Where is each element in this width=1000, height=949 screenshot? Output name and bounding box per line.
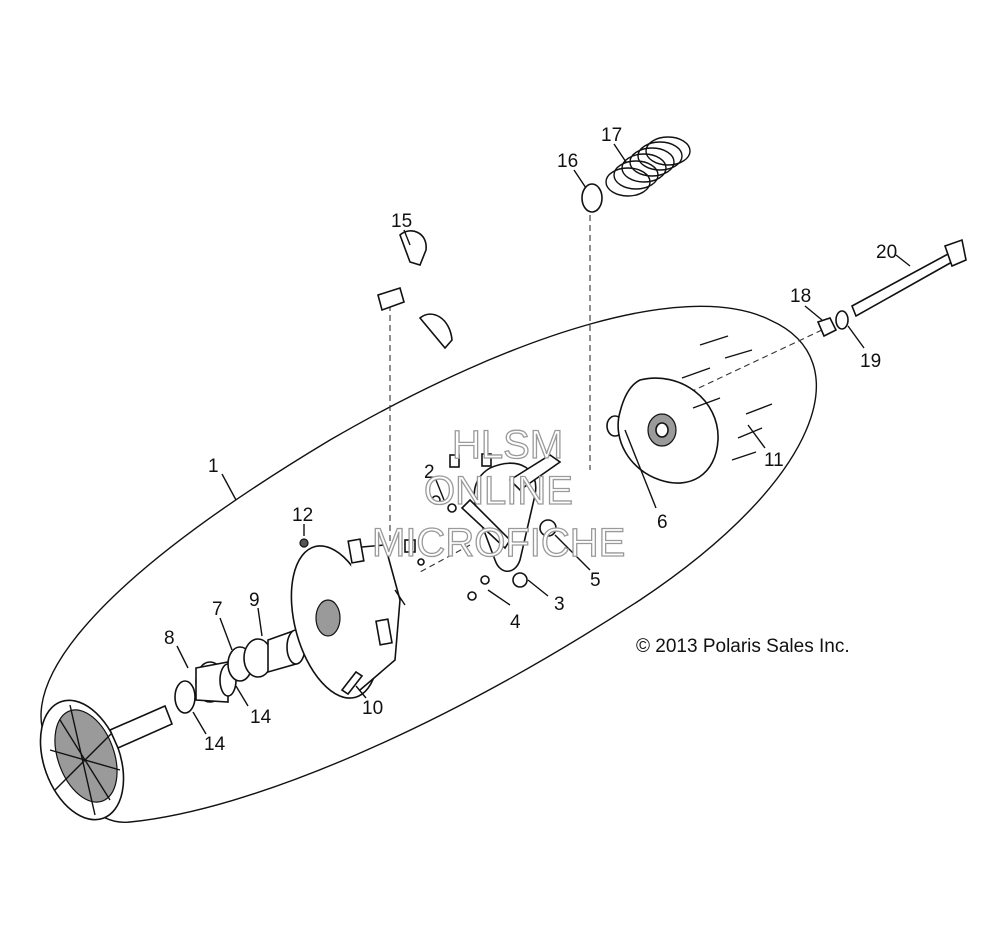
callout-7: 7 bbox=[212, 599, 223, 620]
moveable-sheave bbox=[290, 538, 406, 699]
callout-4: 4 bbox=[510, 612, 521, 633]
leader-lines bbox=[176, 143, 911, 735]
bolts-11 bbox=[681, 335, 773, 461]
watermark-line-3: MICROFICHE bbox=[372, 521, 625, 565]
callout-2: 2 bbox=[424, 462, 435, 483]
callout-16: 16 bbox=[557, 151, 578, 172]
callout-17: 17 bbox=[601, 125, 622, 146]
callout-5: 5 bbox=[590, 570, 601, 591]
fan-sheave bbox=[39, 699, 174, 821]
pin-10 bbox=[340, 670, 364, 696]
roller-pins bbox=[404, 453, 492, 601]
callout-11: 11 bbox=[764, 450, 784, 471]
callout-15: 15 bbox=[391, 211, 412, 232]
callout-14b: 14 bbox=[204, 734, 226, 755]
callout-3: 3 bbox=[554, 594, 565, 615]
callout-12: 12 bbox=[292, 505, 313, 526]
bolt-20 bbox=[850, 238, 967, 318]
spider-cover bbox=[617, 377, 719, 484]
ring-16 bbox=[581, 183, 603, 213]
shift-weights-15 bbox=[377, 230, 453, 350]
alignment-line-bolt bbox=[619, 329, 823, 426]
washer-19 bbox=[835, 310, 849, 330]
assembly-outline bbox=[40, 305, 817, 823]
nut-18 bbox=[816, 317, 838, 338]
copyright-notice: © 2013 Polaris Sales Inc. bbox=[636, 636, 850, 657]
spring-17 bbox=[605, 136, 691, 197]
screw-12 bbox=[299, 538, 309, 548]
callout-20: 20 bbox=[876, 242, 897, 263]
callout-1: 1 bbox=[208, 456, 219, 477]
callout-8: 8 bbox=[164, 628, 175, 649]
watermark-line-1: HLSM bbox=[452, 423, 563, 467]
callout-6: 6 bbox=[657, 512, 668, 533]
callout-14a: 14 bbox=[250, 707, 272, 728]
watermark-line-2: ONLINE bbox=[424, 469, 573, 513]
callout-10: 10 bbox=[362, 698, 383, 719]
spider-assembly bbox=[460, 454, 562, 588]
bushing-stack bbox=[174, 628, 306, 714]
callout-18: 18 bbox=[790, 286, 811, 307]
callout-19: 19 bbox=[860, 351, 881, 372]
callout-9: 9 bbox=[249, 590, 260, 611]
